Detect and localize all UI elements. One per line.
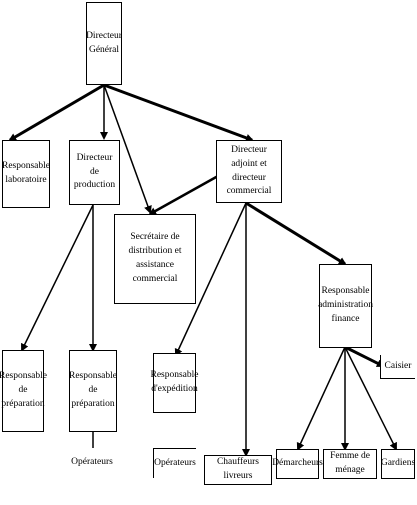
node-operateurs-2: Opérateurs (153, 448, 196, 478)
arrow-adjoint-expedition (174, 202, 247, 357)
node-operateurs-1: Opérateurs (69, 448, 115, 478)
arrow-admin-demarcheurs (296, 346, 346, 451)
node-chauffeurs-livreurs: Chauffeurs livreurs (204, 455, 272, 485)
arrow-admin-caisier (344, 345, 385, 368)
node-responsable-preparation-1: Responsable de préparation (0, 350, 47, 432)
node-directeur-production: Directeur de production (69, 140, 120, 205)
node-gardiens: Gardiens (381, 449, 415, 479)
arrow-adjoint-secretaire (148, 174, 219, 216)
arrow-adjoint-admin (245, 201, 347, 266)
node-responsable-preparation-2: Responsable de préparation (69, 350, 117, 432)
arrow-dg-adjoint (103, 83, 254, 142)
arrow-production-prep1 (21, 204, 94, 352)
node-caisier: Caisier (380, 355, 415, 379)
node-demarcheurs: Démarcheurs (272, 449, 323, 479)
arrow-dg-laboratoire (8, 83, 105, 142)
arrow-dg-secretaire (103, 84, 152, 214)
node-responsable-administration-finance: Responsable administration finance (318, 264, 373, 348)
arrow-admin-gardiens (344, 346, 397, 451)
node-responsable-laboratoire: Responsable laboratoire (2, 140, 50, 208)
node-secretaire: Secrétaire de distribution et assistance… (114, 214, 196, 304)
node-responsable-expedition: Responsable d'expédition (150, 353, 199, 413)
node-directeur-general: Directeur Général (86, 2, 122, 85)
node-femme-de-menage: Femme de ménage (323, 449, 377, 479)
node-directeur-adjoint: Directeur adjoint et directeur commercia… (216, 140, 282, 203)
